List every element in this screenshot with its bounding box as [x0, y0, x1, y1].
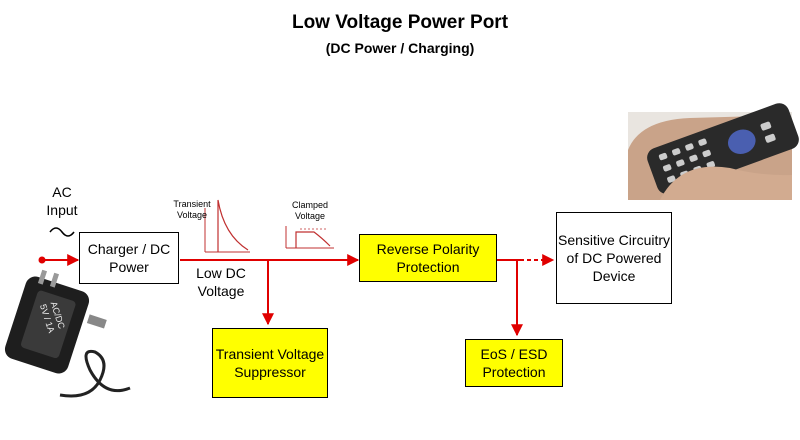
eos-esd-label: EoS / ESD Protection	[480, 346, 548, 380]
transient-waveform	[204, 199, 250, 253]
reverse-polarity-label: Reverse Polarity Protection	[376, 241, 480, 275]
tvs-box-label: Transient Voltage Suppressor	[215, 346, 325, 380]
low-dc-voltage-label: Low DC Voltage	[196, 265, 246, 299]
ac-input-label-line1: AC	[52, 184, 72, 200]
clamped-voltage-label: Clamped Voltage	[291, 200, 329, 221]
diagram-title: Low Voltage Power Port	[291, 12, 509, 33]
eos-esd-box: EoS / ESD Protection	[465, 339, 563, 387]
reverse-polarity-box: Reverse Polarity Protection	[359, 234, 497, 282]
device-box: Sensitive Circuitry of DC Powered Device	[556, 212, 672, 304]
charger-box: Charger / DC Power	[79, 232, 179, 284]
ac-input-label-line2: Input	[46, 202, 78, 218]
transient-voltage-label: Transient Voltage	[173, 199, 211, 220]
charger-box-label: Charger / DC Power	[87, 241, 171, 275]
ac-tilde-icon	[49, 227, 75, 237]
handheld-remote-icon	[628, 103, 799, 200]
ac-adapter-icon	[4, 269, 131, 398]
clamped-waveform	[285, 226, 334, 249]
device-box-label: Sensitive Circuitry of DC Powered Device	[557, 232, 671, 284]
tvs-box: Transient Voltage Suppressor	[212, 328, 328, 398]
diagram-subtitle: (DC Power / Charging)	[325, 40, 475, 56]
